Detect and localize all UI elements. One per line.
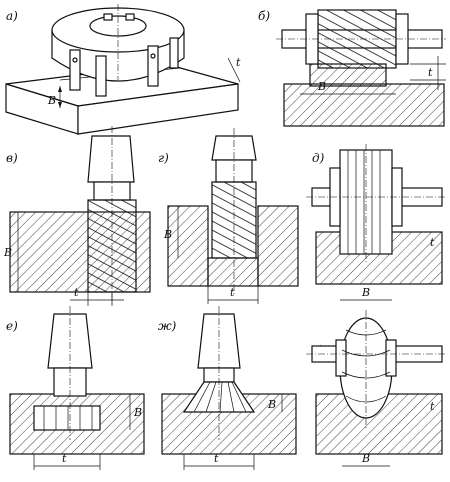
panel-g-dimensions: B t [163, 206, 259, 304]
panel-v-end-mill [87, 126, 137, 304]
panel-z-dim-b: B [361, 452, 370, 465]
panel-a-dim-t: t [236, 56, 241, 69]
panel-zh-dimensions: B t [183, 394, 283, 470]
panel-a-label: а) [6, 9, 18, 23]
panel-zh-dim-b: B [267, 398, 276, 411]
panel-e-label: е) [6, 319, 18, 333]
panel-e-dim-t: t [62, 452, 67, 465]
panel-a-dimensions: B t [47, 56, 241, 108]
panel-e-dim-b: B [133, 406, 142, 419]
panel-zh-angle-mill [182, 306, 256, 440]
panel-d-dimensions: t B [340, 232, 443, 301]
panel-z-dimensions: t B [342, 394, 443, 467]
panel-z-form-mill [306, 310, 446, 430]
panel-b-label: б) [258, 9, 270, 23]
panel-b-dim-b: B [317, 80, 326, 93]
panel-b-dimensions: t B [300, 56, 446, 95]
panel-v-dimensions: B t [3, 212, 124, 306]
panel-g: г) B t [158, 128, 299, 304]
panel-z-dim-t: t [430, 400, 435, 413]
panel-a-face-mill [51, 4, 185, 97]
panel-g-label: г) [158, 151, 169, 165]
panel-v-dim-t: t [74, 286, 79, 299]
panel-zh-dim-t: t [214, 452, 219, 465]
panel-g-end-mill [211, 128, 257, 296]
panel-b-slab-mill [276, 9, 446, 69]
panel-e-end-mill [33, 306, 101, 440]
panel-g-workpiece [167, 205, 299, 287]
panel-b-workpiece [283, 63, 445, 127]
panel-zh-label: ж) [158, 319, 177, 333]
panel-a: а) B t [5, 4, 241, 135]
panel-zh: ж) B t [158, 306, 297, 470]
panel-b: б) t B [258, 9, 446, 127]
panel-v: в) B t [3, 126, 151, 306]
panel-e: е) B t [6, 306, 145, 470]
panel-b-dim-t: t [428, 66, 433, 79]
panel-g-dim-t: t [230, 286, 235, 299]
panel-d: д) t B [306, 144, 446, 301]
panel-v-dim-b: B [3, 246, 12, 259]
panel-z: з) t B [306, 310, 446, 467]
panel-d-label: д) [312, 151, 325, 165]
panel-d-disk-mill [306, 144, 446, 262]
panel-g-dim-b: B [163, 228, 172, 241]
panel-a-workpiece [5, 63, 239, 135]
panel-e-dimensions: B t [33, 394, 142, 470]
panel-a-dim-b: B [47, 94, 56, 107]
panel-d-dim-b: B [361, 286, 370, 299]
panel-d-dim-t: t [430, 236, 435, 249]
panel-v-label: в) [6, 151, 18, 165]
